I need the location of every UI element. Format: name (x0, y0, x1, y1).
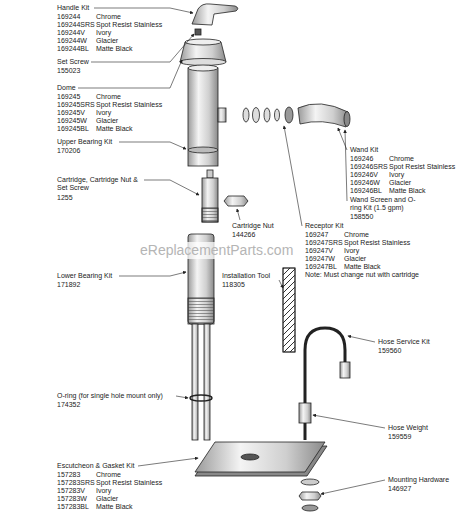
part-label: 169246V (350, 171, 378, 179)
part-label: 157283W (57, 495, 87, 503)
part-label: Matte Black (96, 45, 133, 53)
part-label: 157283BL (57, 503, 89, 511)
part-label: Chrome (344, 231, 369, 239)
part-label: Spot Resist Stainless (96, 479, 162, 487)
part-label: 118305 (222, 281, 245, 289)
part-label: Matte Black (389, 187, 426, 195)
part-label: 169246 (350, 155, 373, 163)
part-label: Installation Tool (222, 272, 270, 280)
part-label: 169247BL (305, 263, 337, 271)
part-label: Ivory (96, 109, 111, 117)
part-label: 1255 (57, 194, 73, 202)
installation-tool (283, 268, 295, 352)
part-label: 169247W (305, 255, 335, 263)
faucet-body (188, 68, 218, 166)
part-label: Escutcheon & Gasket Kit (57, 462, 134, 470)
part-label: 169244SRS (57, 21, 95, 29)
part-label: Glacier (96, 495, 118, 503)
part-label: Handle Kit (57, 4, 89, 12)
part-label: Receptor Kit (305, 222, 344, 230)
part-label: Cartridge Nut (232, 222, 274, 230)
part-label: Spot Resist Stainless (344, 239, 410, 247)
part-label: 169244 (57, 13, 80, 21)
part-label: Ivory (96, 487, 111, 495)
part-label: 169244V (57, 29, 85, 37)
part-label: 157283V (57, 487, 85, 495)
part-label: Glacier (96, 37, 118, 45)
upper-bearing (188, 147, 218, 153)
part-label: 169247V (305, 247, 333, 255)
part-label: Chrome (389, 155, 414, 163)
part-label: 169246BL (350, 187, 382, 195)
part-label: Cartridge, Cartridge Nut & Set Screw (57, 176, 149, 192)
part-label: 169244BL (57, 45, 89, 53)
part-label: Glacier (344, 255, 366, 263)
part-label: Ivory (344, 247, 359, 255)
wand (298, 104, 348, 127)
part-label: Upper Bearing Kit (57, 138, 112, 146)
part-label: 169247SRS (305, 239, 343, 247)
part-label: Matte Black (96, 503, 133, 511)
part-label: Spot Resist Stainless (96, 21, 162, 29)
part-label: 144266 (232, 231, 255, 239)
part-label: Glacier (389, 179, 411, 187)
part-label: 157283SRS (57, 479, 95, 487)
part-label: 159559 (388, 433, 411, 441)
watermark: eReplacementParts.com (138, 242, 295, 259)
part-label: Matte Black (344, 263, 381, 271)
part-label: Chrome (96, 93, 121, 101)
part-label: 169245SRS (57, 101, 95, 109)
part-label: Set Screw (57, 58, 89, 66)
part-label: 170206 (57, 147, 80, 155)
part-label: Mounting Hardware (388, 476, 449, 484)
handle (192, 4, 238, 25)
hose-weight (299, 403, 311, 423)
part-label: Matte Black (96, 125, 133, 133)
part-label: Dome (57, 84, 76, 92)
part-label: 155023 (57, 67, 80, 75)
part-label: 169245BL (57, 125, 89, 133)
part-label: 169246SRS (350, 163, 388, 171)
part-label: Ivory (96, 29, 111, 37)
part-label: 169246W (350, 179, 380, 187)
part-label: 157283 (57, 471, 80, 479)
part-label: 146927 (388, 485, 411, 493)
part-label: 169245V (57, 109, 85, 117)
part-label: 169245W (57, 117, 87, 125)
part-label: Spot Resist Stainless (389, 163, 455, 171)
cartridge-nut (224, 196, 248, 206)
part-label: 169244W (57, 37, 87, 45)
part-label: Wand Screen and O-ring Kit (1.5 gpm) (350, 196, 418, 212)
part-label: Hose Service Kit (378, 338, 430, 346)
part-label: O-ring (for single hole mount only) (57, 392, 163, 400)
part-label: 174352 (57, 401, 80, 409)
receptor-rings (243, 107, 293, 123)
part-label: Glacier (96, 117, 118, 125)
escutcheon (195, 442, 325, 472)
part-label: Hose Weight (388, 424, 428, 432)
cartridge (202, 178, 218, 222)
set-screw (195, 29, 201, 35)
part-label: 171892 (57, 281, 80, 289)
part-label: Note: Must change nut with cartridge (305, 271, 419, 279)
o-ring (190, 395, 212, 401)
part-label: 169247 (305, 231, 328, 239)
part-label: Chrome (96, 13, 121, 21)
part-label: Ivory (389, 171, 404, 179)
mounting-hardware (299, 479, 321, 511)
leader-lines (78, 8, 385, 494)
part-label: 169245 (57, 93, 80, 101)
part-label: Spot Resist Stainless (96, 101, 162, 109)
part-label: 159560 (378, 347, 401, 355)
part-label: Wand Kit (350, 146, 378, 154)
part-label: Chrome (96, 471, 121, 479)
part-label: 158550 (350, 213, 373, 221)
part-label: Lower Bearing Kit (57, 272, 112, 280)
